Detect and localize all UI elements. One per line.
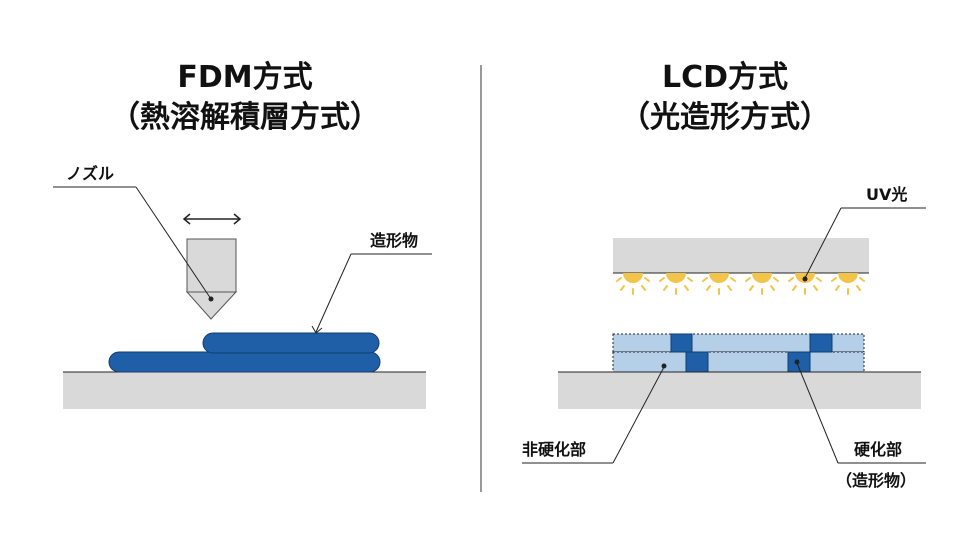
uv-label: UV光 bbox=[866, 185, 908, 204]
uv-light-icon bbox=[659, 273, 693, 295]
resin-layer-bottom bbox=[612, 351, 865, 373]
uncured-leader-line bbox=[522, 363, 667, 464]
cured-leader-line bbox=[794, 359, 926, 464]
cured-block bbox=[670, 333, 693, 353]
fdm-nozzle-body bbox=[186, 238, 237, 293]
fdm-title-line2: （熱溶解積層方式） bbox=[110, 100, 380, 135]
fdm-filament-bottom-layer bbox=[108, 351, 381, 373]
uv-leader-line bbox=[802, 207, 926, 282]
uv-light-icon bbox=[702, 273, 736, 295]
nozzle-leader-line bbox=[53, 186, 214, 302]
lcd-build-plate bbox=[558, 372, 921, 409]
fdm-title-line1: FDM方式 bbox=[177, 60, 313, 95]
fdm-nozzle-tip bbox=[185, 291, 238, 320]
object-label: 造形物 bbox=[370, 231, 419, 250]
uv-light-icon bbox=[788, 273, 822, 295]
uv-light-icon bbox=[831, 273, 865, 295]
nozzle-label: ノズル bbox=[66, 164, 115, 183]
cured-block bbox=[809, 333, 833, 353]
cured-block bbox=[685, 351, 709, 373]
fdm-filament-top-layer bbox=[202, 332, 380, 354]
fdm-build-plate bbox=[63, 372, 426, 409]
cured-label: 硬化部 bbox=[854, 440, 903, 459]
uv-light-icon bbox=[745, 273, 779, 295]
cured-sublabel: （造形物） bbox=[836, 471, 917, 490]
uv-light-icon bbox=[616, 273, 650, 295]
double-arrow-horizontal-icon bbox=[182, 213, 242, 225]
uv-light-source-panel bbox=[613, 238, 869, 273]
object-leader-line bbox=[311, 253, 432, 334]
uv-lights-group bbox=[616, 273, 865, 295]
lcd-title-line1: LCD方式 bbox=[661, 60, 789, 95]
lcd-title-line2: （光造形方式） bbox=[620, 100, 830, 135]
uncured-label: 非硬化部 bbox=[522, 440, 587, 459]
